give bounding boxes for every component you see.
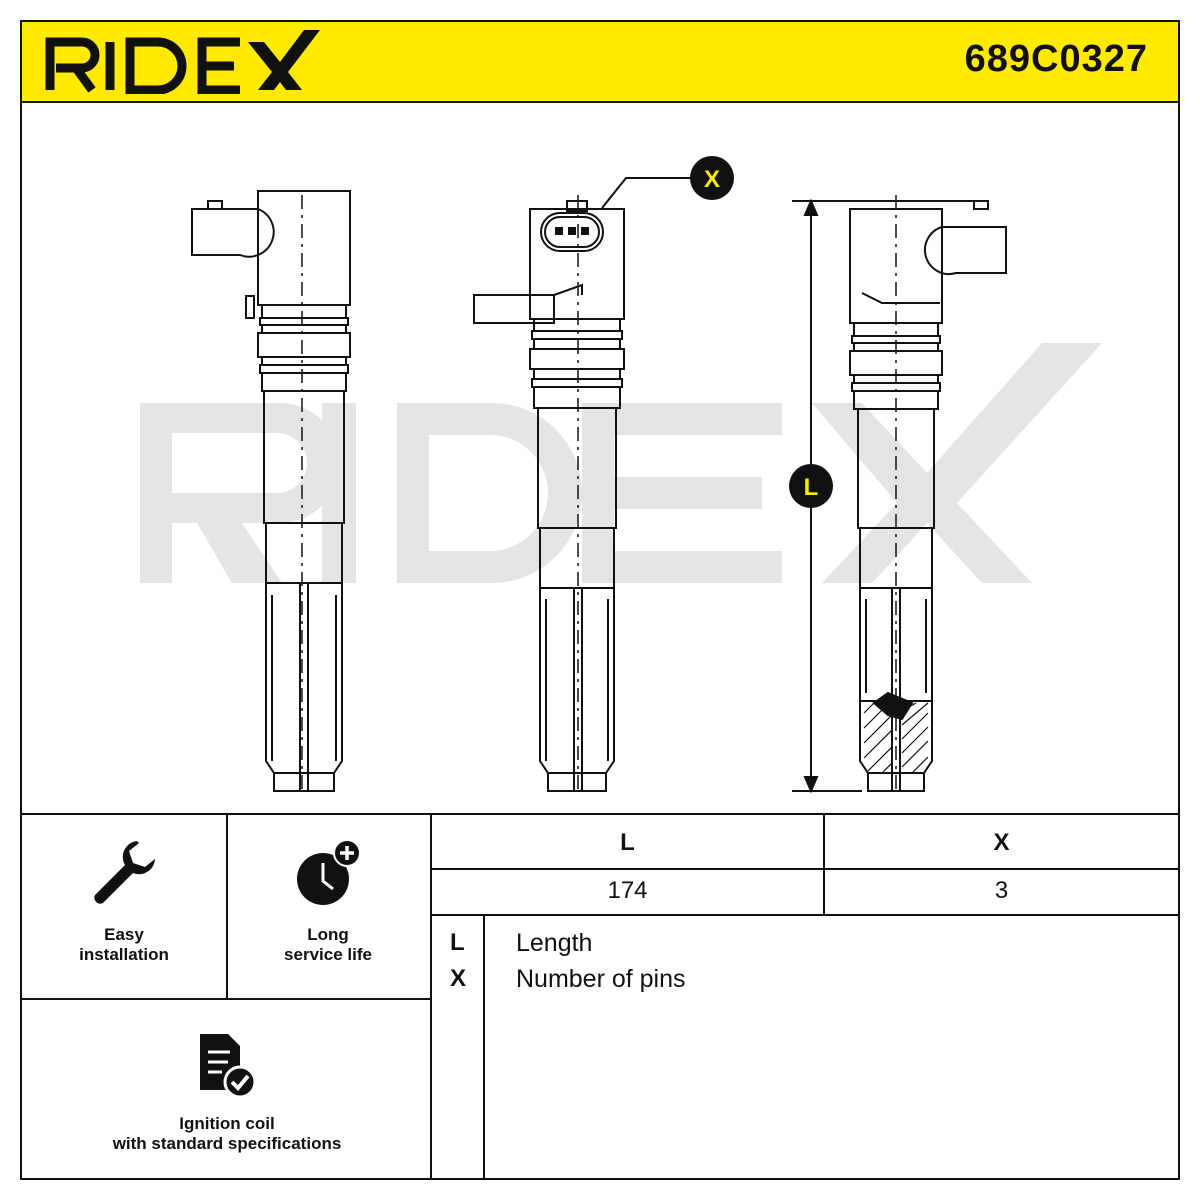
legend-desc-x: Number of pins xyxy=(516,965,686,993)
divider xyxy=(432,868,1178,870)
spec-header-x: X xyxy=(993,829,1010,856)
legend-desc-l: Length xyxy=(516,929,593,957)
legend-key-l: L xyxy=(450,929,465,956)
wrench-icon xyxy=(94,841,155,904)
feature-label: Long xyxy=(307,925,349,944)
divider xyxy=(226,815,228,998)
feature-label: Ignition coil xyxy=(179,1114,275,1133)
ridex-watermark xyxy=(140,343,1102,583)
divider xyxy=(22,998,432,1000)
feature-standard-specifications: Ignition coil with standard specificatio… xyxy=(62,1030,392,1154)
spec-value-x: 3 xyxy=(994,877,1009,904)
coil-front-view-middle xyxy=(473,177,694,793)
part-number: 689C0327 xyxy=(964,38,1148,80)
feature-label: service life xyxy=(284,945,372,964)
spec-header-l: L xyxy=(620,829,635,856)
coil-side-view-left xyxy=(191,190,351,793)
feature-long-service-life: Long service life xyxy=(246,837,410,965)
divider xyxy=(432,914,1178,916)
divider xyxy=(823,815,825,914)
divider xyxy=(483,914,485,1178)
feature-label: installation xyxy=(79,945,169,964)
feature-label: with standard specifications xyxy=(112,1134,342,1153)
legend-key-x: X xyxy=(450,965,467,992)
callout-x: X xyxy=(690,156,734,200)
header-bar: 689C0327 xyxy=(22,22,1178,103)
svg-text:L: L xyxy=(804,474,819,501)
svg-text:X: X xyxy=(704,166,720,193)
feature-easy-installation: Easy installation xyxy=(42,837,206,965)
brand-logo xyxy=(45,30,320,94)
spec-area: Easy installation Long service life Igni… xyxy=(22,813,1178,1180)
spec-value-l: 174 xyxy=(607,877,648,904)
clock-plus-icon xyxy=(297,839,361,905)
callout-l: L xyxy=(789,464,833,508)
divider xyxy=(430,815,432,1178)
document-check-icon xyxy=(200,1034,257,1099)
feature-label: Easy xyxy=(104,925,144,944)
technical-drawing: X xyxy=(140,156,1102,794)
page-frame: 689C0327 xyxy=(20,20,1180,1180)
